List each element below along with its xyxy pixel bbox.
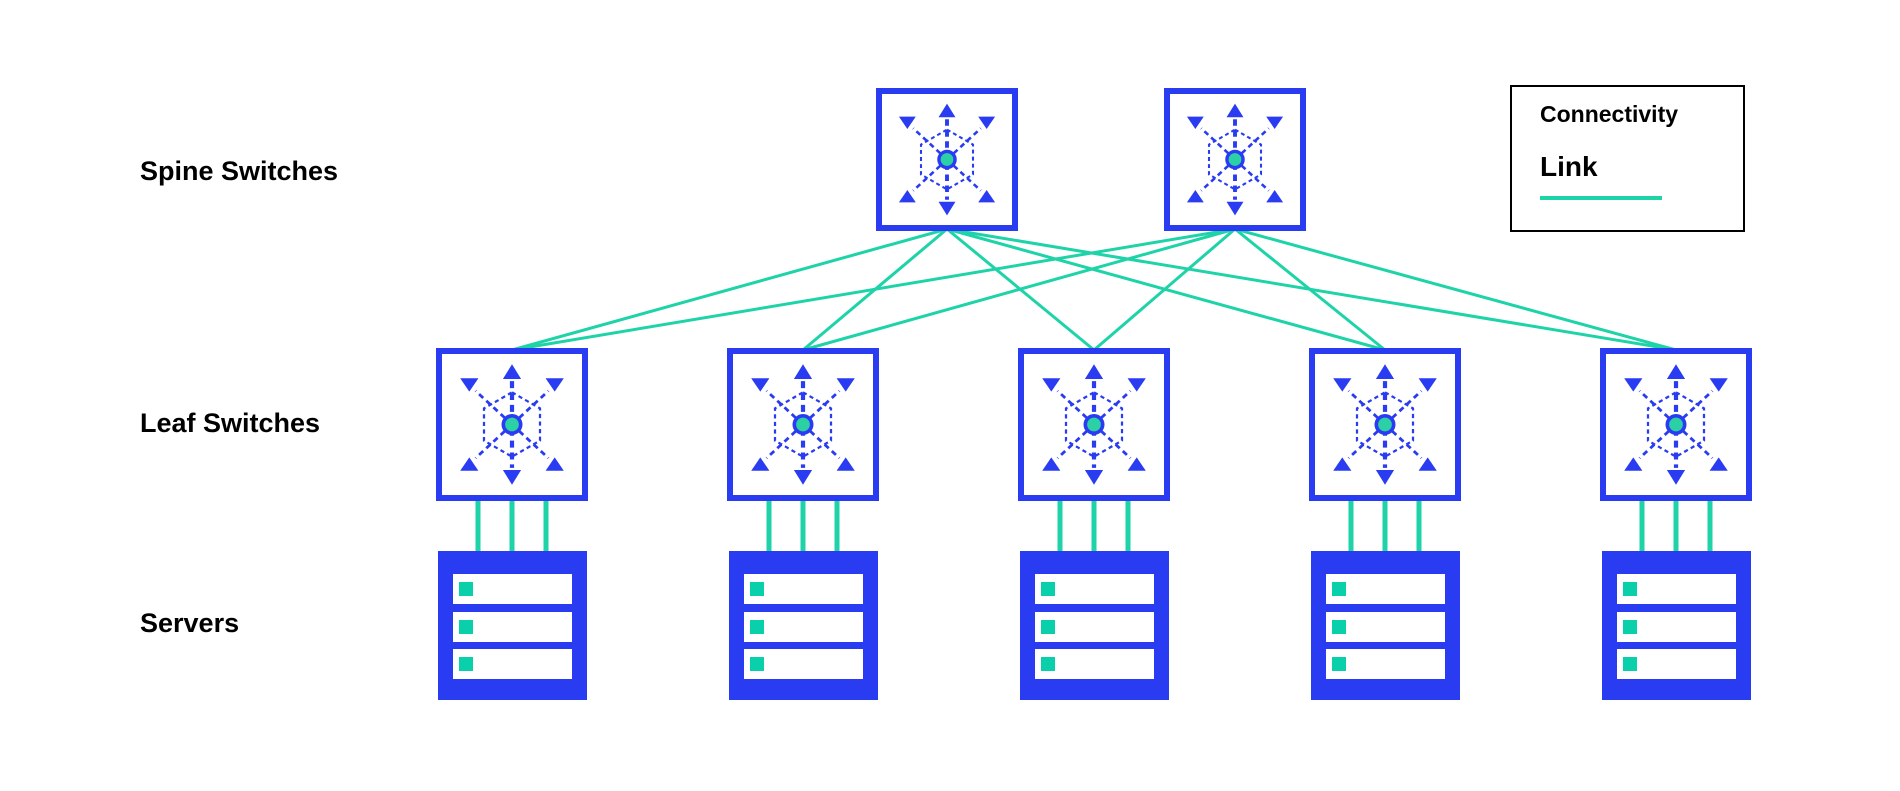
server-rack-unit — [1617, 612, 1736, 642]
server-rack-unit — [1035, 612, 1154, 642]
spine-leaf-link — [1093, 227, 1236, 352]
server-1 — [438, 551, 587, 700]
server-rack-unit — [1326, 649, 1445, 679]
server-led-icon — [1041, 582, 1055, 596]
spine-row-label: Spine Switches — [140, 156, 339, 186]
server-led-icon — [1332, 620, 1346, 634]
leaf-switch-2 — [727, 348, 879, 501]
link-line-sample — [1540, 196, 1662, 200]
spine-leaf-link — [802, 227, 1236, 352]
spine-leaf-link — [1234, 227, 1677, 352]
server-5 — [1602, 551, 1751, 700]
server-led-icon — [750, 582, 764, 596]
server-rack-unit — [744, 612, 863, 642]
leaf-switch-4 — [1309, 348, 1461, 501]
network-switch-icon — [733, 354, 873, 495]
server-led-icon — [1623, 620, 1637, 634]
server-led-icon — [459, 657, 473, 671]
spine-leaf-link — [1234, 227, 1386, 352]
spine-leaf-link — [511, 227, 1236, 352]
server-2 — [729, 551, 878, 700]
server-led-icon — [1332, 582, 1346, 596]
server-led-icon — [1041, 620, 1055, 634]
spine-switch-1 — [876, 88, 1018, 231]
server-led-icon — [1332, 657, 1346, 671]
network-switch-icon — [442, 354, 582, 495]
server-rack-unit — [1617, 649, 1736, 679]
server-4 — [1311, 551, 1460, 700]
spine-switch-2 — [1164, 88, 1306, 231]
network-switch-icon — [1184, 101, 1286, 218]
server-led-icon — [1041, 657, 1055, 671]
network-switch-icon — [1606, 354, 1746, 495]
server-led-icon — [750, 657, 764, 671]
network-switch-icon — [896, 101, 998, 218]
leaf-switch-3 — [1018, 348, 1170, 501]
legend-title: Connectivity — [1540, 101, 1679, 127]
server-rack-unit — [1035, 649, 1154, 679]
network-switch-icon — [1315, 354, 1455, 495]
network-switch-icon — [1024, 354, 1164, 495]
server-rack-unit — [453, 649, 572, 679]
server-rack-unit — [1617, 574, 1736, 604]
spine-leaf-link — [511, 227, 948, 352]
server-rack-unit — [453, 612, 572, 642]
server-led-icon — [1623, 582, 1637, 596]
leaf-row-label: Leaf Switches — [140, 408, 321, 438]
server-rack-unit — [453, 574, 572, 604]
server-rack-unit — [744, 649, 863, 679]
leaf-switch-5 — [1600, 348, 1752, 501]
server-led-icon — [1623, 657, 1637, 671]
server-rack-unit — [1035, 574, 1154, 604]
server-rack-unit — [1326, 612, 1445, 642]
legend-link-label: Link — [1540, 151, 1598, 182]
server-rack-unit — [1326, 574, 1445, 604]
leaf-switch-1 — [436, 348, 588, 501]
server-led-icon — [459, 582, 473, 596]
server-rack-unit — [744, 574, 863, 604]
legend-box: Connectivity Link — [1510, 85, 1745, 232]
server-led-icon — [459, 620, 473, 634]
servers-row-label: Servers — [140, 608, 240, 638]
server-led-icon — [750, 620, 764, 634]
server-3 — [1020, 551, 1169, 700]
